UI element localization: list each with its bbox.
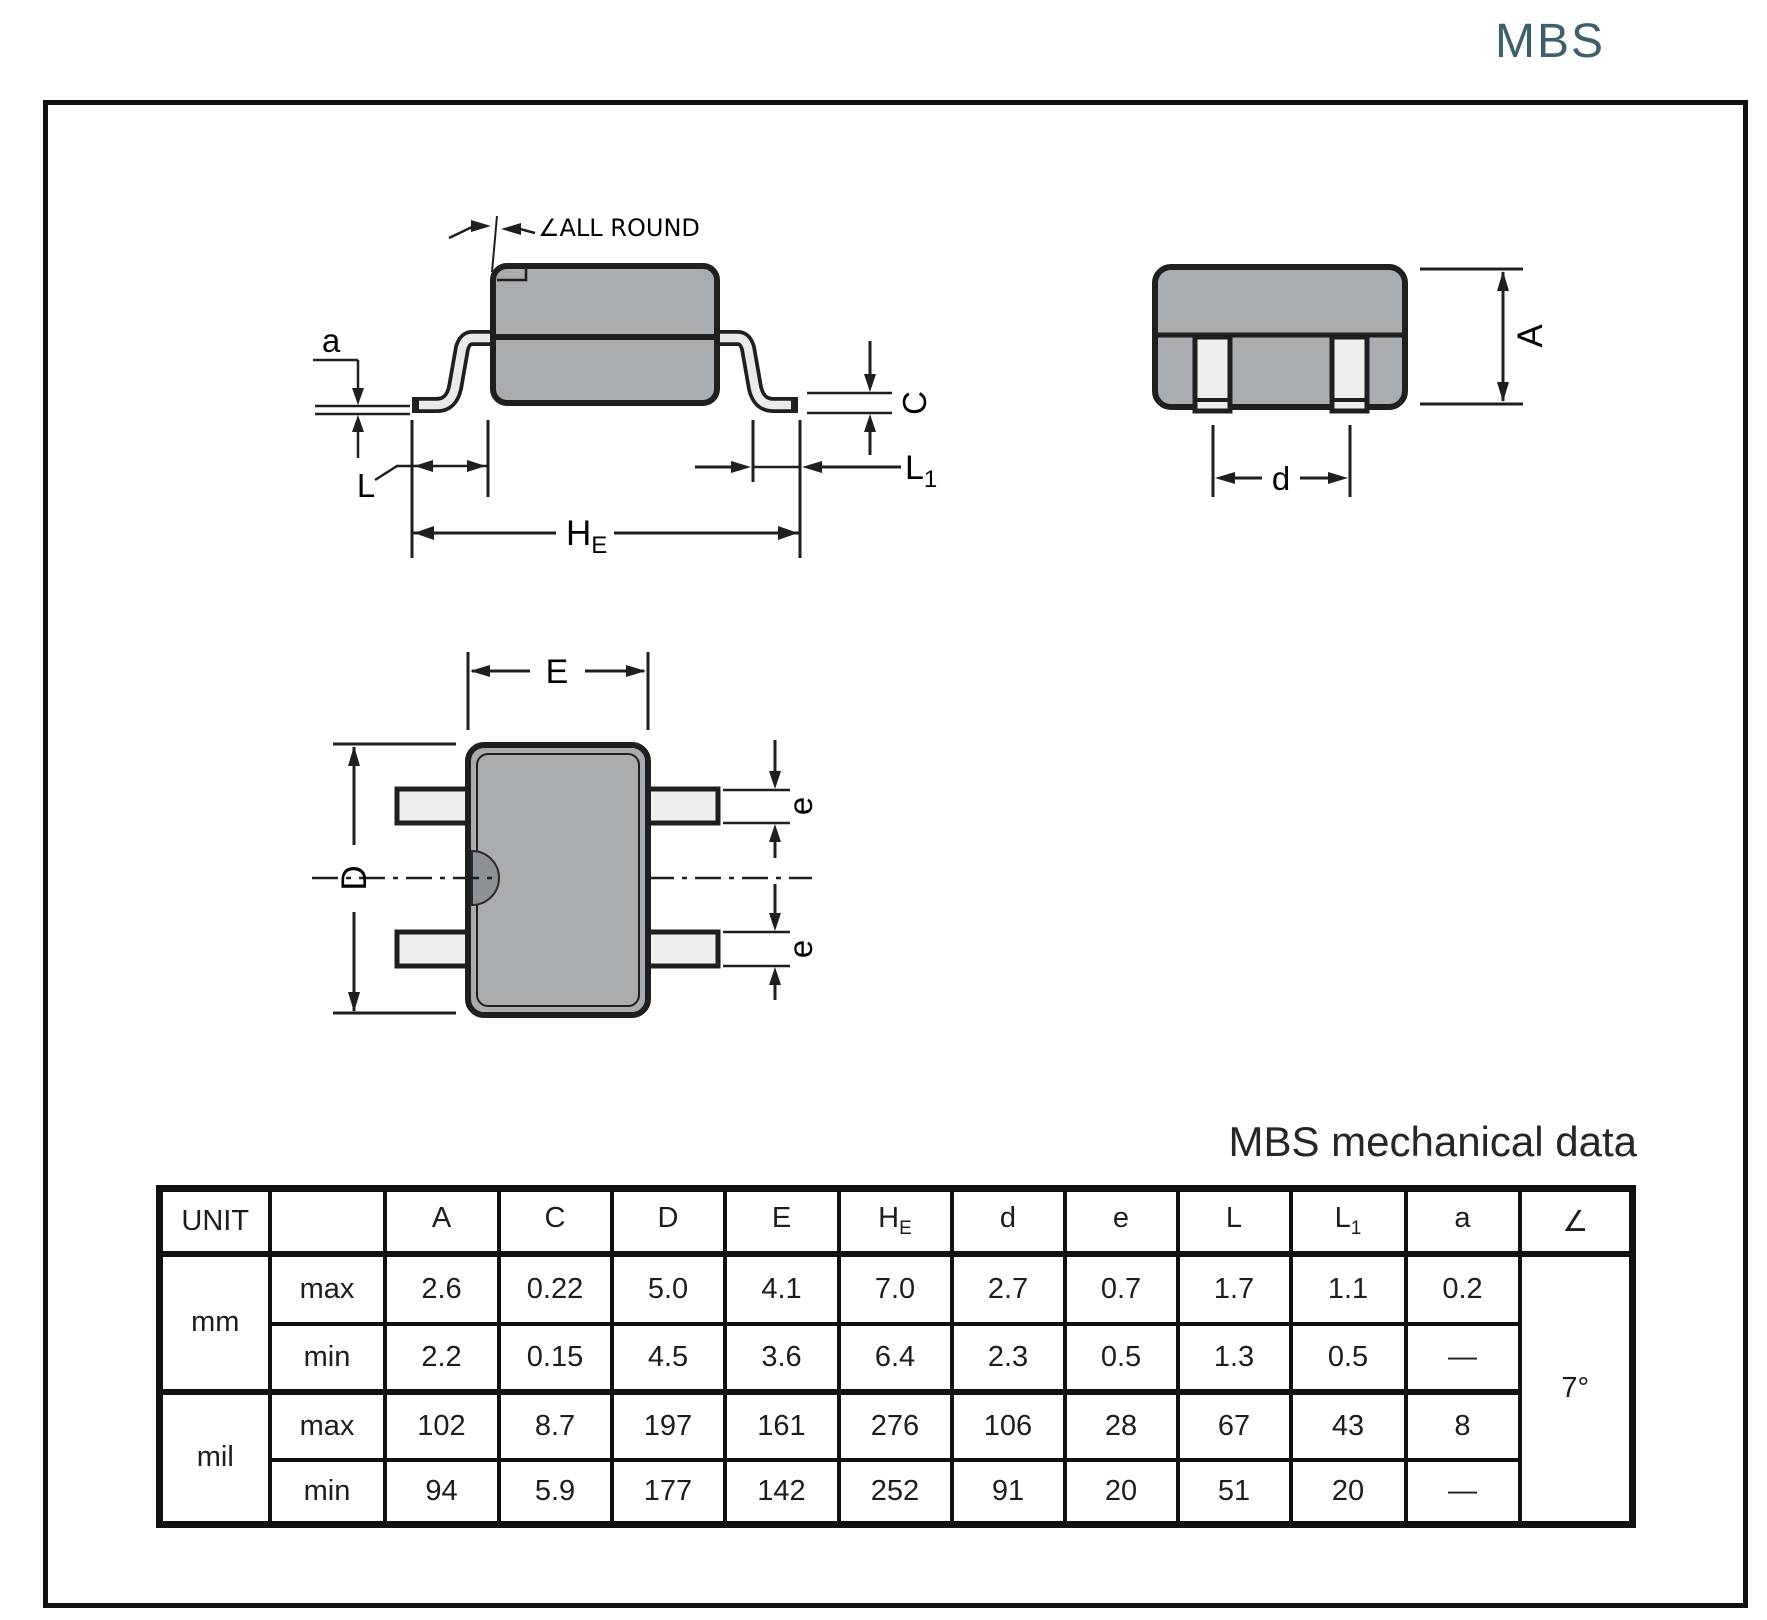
cell-mm-min-E: 3.6	[722, 1321, 841, 1394]
cell-mil-max-E: 161	[722, 1388, 841, 1462]
cell-mil-max-L1: 43	[1288, 1388, 1408, 1462]
side-view-label-a: a	[322, 322, 341, 359]
col-header-HE: HE	[836, 1186, 954, 1257]
col-header-L: L	[1175, 1186, 1293, 1257]
cell-mm-max-HE: 7.0	[836, 1251, 954, 1326]
angle-arrow-left-icon	[501, 223, 521, 235]
cell-mil-min-L: 51	[1175, 1457, 1293, 1527]
side-view-label-HE: HE	[566, 514, 607, 559]
cell-mm-max-C: 0.22	[496, 1251, 614, 1326]
cell-mm-max-D: 5.0	[609, 1251, 727, 1326]
cell-mil-max-C: 8.7	[496, 1388, 614, 1462]
cell-mil-min-e: 20	[1062, 1457, 1180, 1527]
top-view-label-e-top: e	[782, 797, 819, 815]
cell-mm-max-a: 0.2	[1403, 1251, 1522, 1326]
cell-mm-min-HE: 6.4	[836, 1321, 954, 1394]
cell-mil-max-A: 102	[382, 1388, 501, 1462]
cell-mil-max-L: 67	[1175, 1388, 1293, 1462]
cell-mm-min-C: 0.15	[496, 1321, 614, 1394]
side-corner-mark	[497, 267, 528, 282]
col-header-D: D	[609, 1186, 727, 1257]
top-view-label-E: E	[546, 653, 569, 691]
top-view-label-e-bottom: e	[782, 940, 819, 958]
unit-mm: mm	[157, 1251, 272, 1394]
cell-mil-min-A: 94	[382, 1457, 501, 1527]
side-right-lead	[712, 333, 791, 410]
cell-mil-max-e: 28	[1062, 1388, 1180, 1462]
front-view-label-A: A	[1511, 324, 1550, 348]
cell-mil-max-d: 106	[949, 1388, 1067, 1462]
mechanical-data-table: UNIT A C D E HE d e L L1 a ∠ mm max 2.6 …	[156, 1185, 1636, 1528]
cell-mm-min-A: 2.2	[382, 1321, 501, 1394]
cell-angle-value: 7°	[1517, 1251, 1635, 1527]
col-header-a: a	[1403, 1186, 1522, 1257]
table-header-blank	[267, 1186, 387, 1257]
a-arrow-up-icon	[352, 415, 364, 432]
side-view-label-L1: L1	[905, 449, 937, 493]
cell-mm-max-L1: 1.1	[1288, 1251, 1408, 1326]
col-header-angle: ∠	[1517, 1186, 1635, 1257]
table-header-unit: UNIT	[157, 1186, 272, 1257]
pin1-indicator	[471, 849, 500, 907]
bound-label: max	[267, 1251, 387, 1326]
cell-mm-max-E: 4.1	[722, 1251, 841, 1326]
side-view-label-C: C	[896, 391, 933, 415]
cell-mil-max-HE: 276	[836, 1388, 954, 1462]
cell-mil-max-a: 8	[1403, 1388, 1522, 1462]
cell-mm-min-a: —	[1403, 1321, 1522, 1394]
side-edge-extension-line	[491, 215, 498, 273]
top-view-label-D: D	[335, 865, 374, 890]
cell-mil-max-D: 197	[609, 1388, 727, 1462]
unit-mil: mil	[157, 1388, 272, 1527]
cell-mil-min-HE: 252	[836, 1457, 954, 1527]
cell-mm-max-L: 1.7	[1175, 1251, 1293, 1326]
front-view-label-d: d	[1272, 460, 1290, 497]
bound-label: min	[267, 1457, 387, 1527]
col-header-L1: L1	[1288, 1186, 1408, 1257]
page-title: MBS	[1494, 15, 1605, 68]
cell-mm-max-e: 0.7	[1062, 1251, 1180, 1326]
side-view-label-L: L	[357, 467, 375, 504]
side-left-lead	[419, 333, 498, 410]
table-heading: MBS mechanical data	[1228, 1118, 1637, 1165]
page-border-frame	[43, 100, 1748, 1608]
cell-mm-max-d: 2.7	[949, 1251, 1067, 1326]
bound-label: min	[267, 1321, 387, 1394]
angle-arrow-right-icon	[471, 220, 491, 232]
cell-mm-min-L1: 0.5	[1288, 1321, 1408, 1394]
cell-mil-min-C: 5.9	[496, 1457, 614, 1527]
front-view-drawing: d A	[1152, 264, 1550, 497]
top-view-drawing: E D e	[312, 652, 819, 1018]
cell-mm-min-d: 2.3	[949, 1321, 1067, 1394]
cell-mil-min-E: 142	[722, 1457, 841, 1527]
cell-mm-min-D: 4.5	[609, 1321, 727, 1394]
col-header-E: E	[722, 1186, 841, 1257]
cell-mil-min-d: 91	[949, 1457, 1067, 1527]
cell-mm-min-e: 0.5	[1062, 1321, 1180, 1394]
side-view-angle-note: ∠ALL ROUND	[538, 214, 700, 242]
col-header-e: e	[1062, 1186, 1180, 1257]
a-arrow-down-icon	[352, 388, 364, 405]
cell-mil-min-L1: 20	[1288, 1457, 1408, 1527]
cell-mm-min-L: 1.3	[1175, 1321, 1293, 1394]
cell-mil-min-D: 177	[609, 1457, 727, 1527]
bound-label: max	[267, 1388, 387, 1462]
cell-mm-max-A: 2.6	[382, 1251, 501, 1326]
col-header-d: d	[949, 1186, 1067, 1257]
top-body	[465, 742, 651, 1018]
cell-mil-min-a: —	[1403, 1457, 1522, 1527]
col-header-C: C	[496, 1186, 614, 1257]
col-header-A: A	[382, 1186, 501, 1257]
side-view-drawing: ∠ALL ROUND a L HE	[313, 214, 937, 559]
